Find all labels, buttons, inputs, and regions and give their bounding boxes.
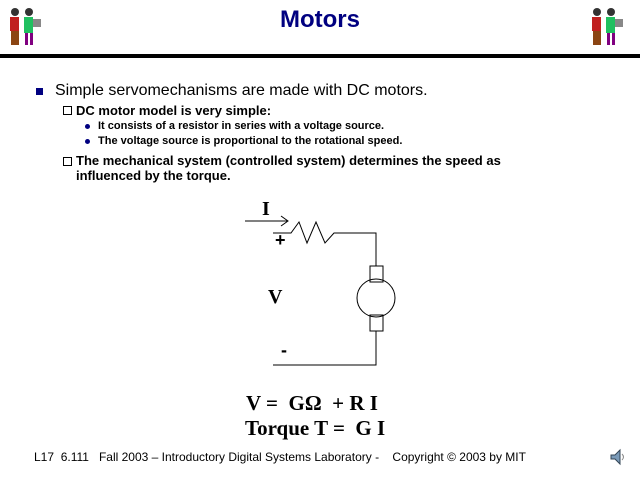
- bullet-level2: The mechanical system (controlled system…: [76, 153, 501, 168]
- current-label: I: [262, 198, 270, 220]
- mit-figures-logo-right: [592, 8, 623, 45]
- bullet-level1: Simple servomechanisms are made with DC …: [55, 82, 428, 99]
- slide-title: Motors: [280, 6, 360, 33]
- plus-label: +: [275, 230, 286, 250]
- motor-brush-top: [369, 265, 384, 283]
- return-wire: [273, 331, 377, 366]
- voltage-equation: V = GΩ + R I: [246, 391, 378, 415]
- hollow-square-bullet-icon: [63, 157, 72, 166]
- resistor-wire: [273, 220, 377, 266]
- minus-label: -: [281, 340, 287, 360]
- title-divider: [0, 54, 640, 58]
- slide-footer: L17 6.111 Fall 2003 – Introductory Digit…: [34, 450, 526, 464]
- bullet-level2-cont: influenced by the torque.: [76, 168, 231, 183]
- dot-bullet-icon: [85, 139, 90, 144]
- motor-symbol: [356, 278, 396, 318]
- bullet-level2: DC motor model is very simple:: [76, 103, 272, 118]
- mit-figures-logo-left: [10, 8, 41, 45]
- speaker-icon[interactable]: [609, 448, 627, 468]
- voltage-label: V: [268, 286, 283, 308]
- torque-equation: Torque T = G I: [245, 416, 386, 440]
- arrow-head: [280, 215, 289, 227]
- dot-bullet-icon: [85, 124, 90, 129]
- bullet-level3: The voltage source is proportional to th…: [98, 135, 403, 147]
- bullet-level3: It consists of a resistor in series with…: [98, 120, 385, 132]
- square-bullet-icon: [36, 88, 43, 95]
- hollow-square-bullet-icon: [63, 106, 72, 115]
